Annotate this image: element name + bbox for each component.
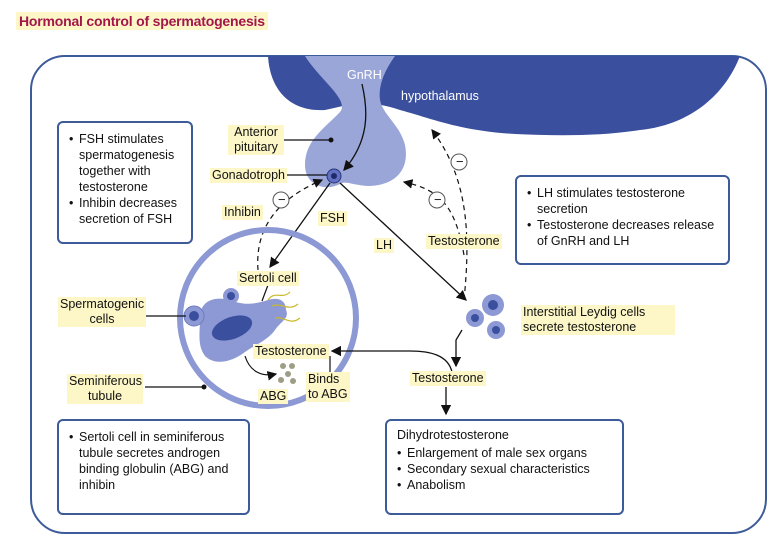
leydig-nucleus-3 [492, 326, 500, 334]
leydig-nucleus-2 [471, 314, 479, 322]
testosterone-tubule-label: Testosterone [253, 344, 329, 359]
binds-to-abg-label: Binds to ABG [306, 372, 350, 402]
fsh-info-list: FSH stimulates spermatogenesis together … [69, 131, 181, 227]
fsh-info-box: FSH stimulates spermatogenesis together … [57, 121, 193, 244]
inhibin-label: Inhibin [222, 205, 263, 220]
pituitary-shape [305, 56, 406, 188]
dht-info-item: Secondary sexual characteristics [397, 461, 612, 477]
seminiferous-tubule-ring [177, 227, 359, 409]
fsh-info-item: Inhibin decreases secretion of FSH [69, 195, 181, 227]
gnrh-arrow [343, 83, 367, 171]
pointer-dot-tubule [201, 384, 207, 390]
testosterone-feedback-label: Testosterone [426, 234, 502, 249]
lh-label: LH [374, 238, 394, 253]
hyp-minus-label: − [456, 154, 464, 169]
anterior-pituitary-label: Anterior pituitary [228, 125, 284, 155]
lh-info-item: LH stimulates testosterone secretion [527, 185, 718, 217]
gonadotroph-nucleus [331, 173, 337, 179]
dht-info-item: Anabolism [397, 477, 612, 493]
sertoli-info-box: Sertoli cell in seminiferous tubule secr… [57, 419, 250, 515]
sertoli-nucleus [211, 315, 253, 341]
lh-info-list: LH stimulates testosterone secretion Tes… [527, 185, 718, 249]
hypothalamus-label: hypothalamus [401, 89, 479, 103]
abg-dot [278, 377, 284, 383]
abg-label: ABG [258, 389, 289, 404]
fsh-label: FSH [318, 211, 347, 226]
abg-dot [289, 363, 295, 369]
leydig-testosterone-arrow [450, 329, 463, 368]
minus-circle-pit [428, 191, 446, 209]
fsh-info-item: FSH stimulates spermatogenesis together … [69, 131, 181, 195]
pointer-sertoli [261, 284, 269, 302]
dht-heading: Dihydrotestosterone [397, 428, 509, 442]
pit-minus-label: − [434, 192, 442, 207]
sperm-tails [267, 291, 301, 322]
inhibin-minus-circle [272, 191, 290, 209]
sertoli-cell-label: Sertoli cell [237, 271, 299, 286]
spermatogenic-cells-label: Spermatogenic cells [58, 297, 146, 327]
figure-title: Hormonal control of spermatogenesis [16, 12, 268, 30]
fsh-arrow [269, 182, 331, 269]
seminiferous-tubule-label: Seminiferous tubule [67, 374, 143, 404]
testosterone-leydig-label: Testosterone [410, 371, 486, 386]
inhibin-feedback-arrow [257, 178, 324, 271]
abg-dot [290, 378, 296, 384]
abg-dot [280, 363, 286, 369]
lh-arrow [339, 182, 467, 301]
spermatogenic-nucleus-2 [227, 292, 235, 300]
abg-arrow [244, 355, 278, 381]
dht-info-item: Enlargement of male sex organs [397, 445, 612, 461]
gonadotroph-label: Gonadotroph [210, 168, 287, 183]
testosterone-feedback-hyp [431, 129, 468, 301]
inhibin-minus-label: − [278, 192, 286, 207]
lh-info-item: Testosterone decreases release of GnRH a… [527, 217, 718, 249]
dht-info-list: Enlargement of male sex organs Secondary… [397, 445, 612, 493]
lh-info-box: LH stimulates testosterone secretion Tes… [515, 175, 730, 265]
hypothalamus-shape [268, 56, 740, 136]
spermatogenic-nucleus-1 [189, 311, 199, 321]
gnrh-label: GnRH [347, 68, 382, 82]
minus-circle-hyp [450, 153, 468, 171]
sertoli-info-item: Sertoli cell in seminiferous tubule secr… [69, 429, 238, 493]
leydig-label: Interstitial Leydig cells secrete testos… [521, 305, 675, 335]
sertoli-info-list: Sertoli cell in seminiferous tubule secr… [69, 429, 238, 493]
pointer-dot-ap [328, 137, 334, 143]
testosterone-to-tubule-arrow [330, 345, 453, 373]
dht-info-box: Dihydrotestosterone Enlargement of male … [385, 419, 624, 515]
abg-dot [285, 371, 291, 377]
leydig-nucleus-1 [488, 300, 498, 310]
